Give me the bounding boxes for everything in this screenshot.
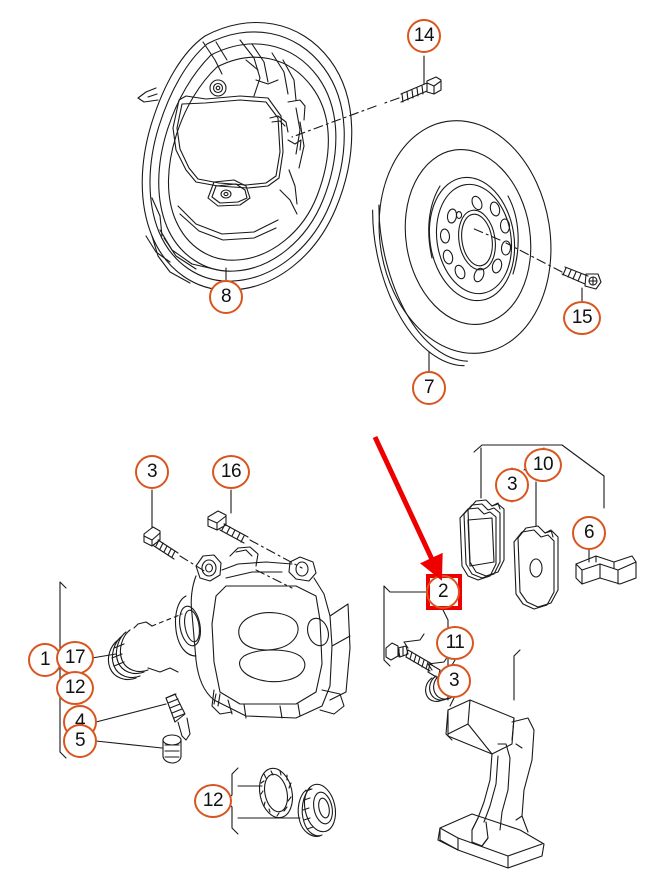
bracket-11 [403, 633, 425, 649]
bracket-bolt-part-16 [207, 510, 249, 544]
bracket-carrier-top [513, 649, 521, 681]
callout-3-pad[interactable]: 3 [495, 468, 529, 502]
hex-bolt-part-14 [400, 76, 442, 103]
leader-5 [95, 740, 163, 749]
callout-12-piston[interactable]: 12 [194, 784, 232, 818]
callout-5[interactable]: 5 [63, 724, 97, 758]
callout-17[interactable]: 17 [56, 641, 94, 675]
callout-16[interactable]: 16 [212, 455, 250, 489]
bracket-2-tail [383, 585, 391, 667]
brake-disc-part-7 [372, 120, 552, 367]
countersunk-screw-part-15 [561, 266, 602, 290]
guide-pin-part-11 [385, 642, 441, 679]
callout-3-guide[interactable]: 3 [437, 664, 471, 698]
callout-3-caliper-bolt[interactable]: 3 [135, 455, 169, 489]
bleeder-cap-part-5 [162, 734, 182, 764]
callout-7[interactable]: 7 [412, 371, 446, 405]
splash-shield-part-8 [137, 21, 353, 291]
bracket-10-right [561, 444, 605, 509]
callout-11[interactable]: 11 [436, 626, 474, 660]
callout-14[interactable]: 14 [407, 19, 441, 53]
callout-8[interactable]: 8 [209, 280, 243, 314]
leader-17 [91, 653, 117, 659]
brake-pad-outer-part-10 [513, 525, 559, 610]
callout-15[interactable]: 15 [563, 301, 601, 335]
return-spring-part-17 [107, 621, 179, 681]
bracket-3-right [427, 655, 449, 671]
brake-pad-inner-part-10 [459, 499, 505, 581]
callout-10[interactable]: 10 [524, 448, 562, 482]
leader-3-right [449, 697, 455, 707]
seal-group-part-12 [225, 767, 337, 837]
leader-4 [95, 703, 167, 723]
bracket-10-top [473, 444, 563, 453]
bleeder-valve-part-4 [165, 693, 191, 741]
pad-retaining-clip-part-6 [575, 555, 637, 585]
brake-caliper-part-1 [174, 546, 351, 719]
bracket-2 [383, 585, 427, 593]
callout-2[interactable]: 2 [426, 575, 460, 609]
callout-12-seals[interactable]: 12 [56, 671, 94, 705]
guide-bolt-part-3-left [143, 526, 179, 560]
caliper-carrier-bracket [437, 699, 545, 869]
callout-6[interactable]: 6 [572, 516, 606, 550]
